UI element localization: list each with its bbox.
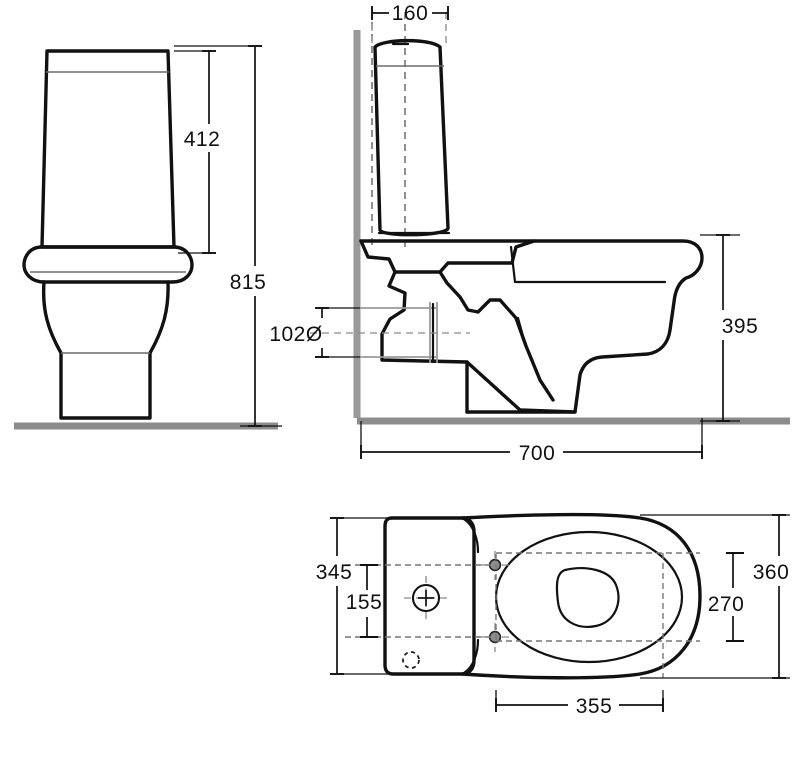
dimension-seat-opening-width-plan: 270 [708, 552, 745, 642]
dimension-cistern-height-front: 412 [174, 50, 221, 254]
side-cistern-outline [373, 38, 450, 237]
dim-label-360: 360 [753, 561, 790, 584]
dim-label-345: 345 [316, 561, 353, 584]
side-pedestal-base [465, 360, 577, 414]
plan-inlet-hole [402, 651, 420, 669]
plan-pan-neck-upper [460, 516, 480, 554]
side-pan-outer-outline [359, 239, 704, 414]
dim-label-270: 270 [708, 593, 745, 616]
front-seat-rim [22, 245, 194, 284]
dimension-hole-spacing-plan: 155 [346, 564, 383, 638]
plan-pan-outline [460, 512, 702, 680]
side-rim-underside [359, 239, 536, 274]
plan-seat-inner-rim [494, 530, 684, 664]
side-inner-bowl-line [509, 245, 667, 284]
dimension-seat-opening-length-plan: 355 [495, 690, 664, 718]
dim-label-160: 160 [392, 2, 429, 25]
front-elevation-view: 412 815 [14, 45, 282, 430]
side-trap-outline [380, 270, 469, 414]
plan-view: 345 155 360 270 [316, 512, 790, 718]
plan-pan-neck-lower [460, 638, 480, 676]
side-outlet-pipe [310, 302, 470, 363]
dim-label-815: 815 [230, 271, 267, 294]
front-bowl-outline [41, 280, 170, 420]
side-trap-wall [516, 316, 528, 349]
dimension-outlet-diameter-side: 102Ø [269, 307, 360, 358]
side-elevation-view: 160 102Ø 395 [269, 2, 790, 465]
front-cistern-outline [40, 49, 176, 249]
plan-hole-upper [488, 558, 502, 572]
dimension-cistern-depth-side: 160 [371, 2, 449, 44]
dim-label-355: 355 [576, 695, 613, 718]
dimension-rim-height-side: 395 [700, 234, 759, 422]
dimension-overall-height-front: 815 [174, 45, 282, 427]
dim-label-700: 700 [519, 442, 556, 465]
plan-fixing-hole-upper [478, 551, 512, 580]
dimension-cistern-width-plan: 345 [316, 517, 390, 675]
dim-label-395: 395 [722, 315, 759, 338]
dimension-overall-depth-side: 700 [360, 418, 703, 465]
plan-center-hole-ring [411, 583, 441, 613]
side-siphon-inner [438, 270, 555, 402]
dimension-bowl-width-plan: 360 [640, 514, 790, 679]
dim-label-102: 102Ø [269, 323, 322, 346]
dim-label-155: 155 [346, 591, 383, 614]
plan-center-fixing-hole [404, 576, 448, 620]
dim-label-412: 412 [184, 128, 221, 151]
plan-sump-opening [555, 567, 620, 628]
